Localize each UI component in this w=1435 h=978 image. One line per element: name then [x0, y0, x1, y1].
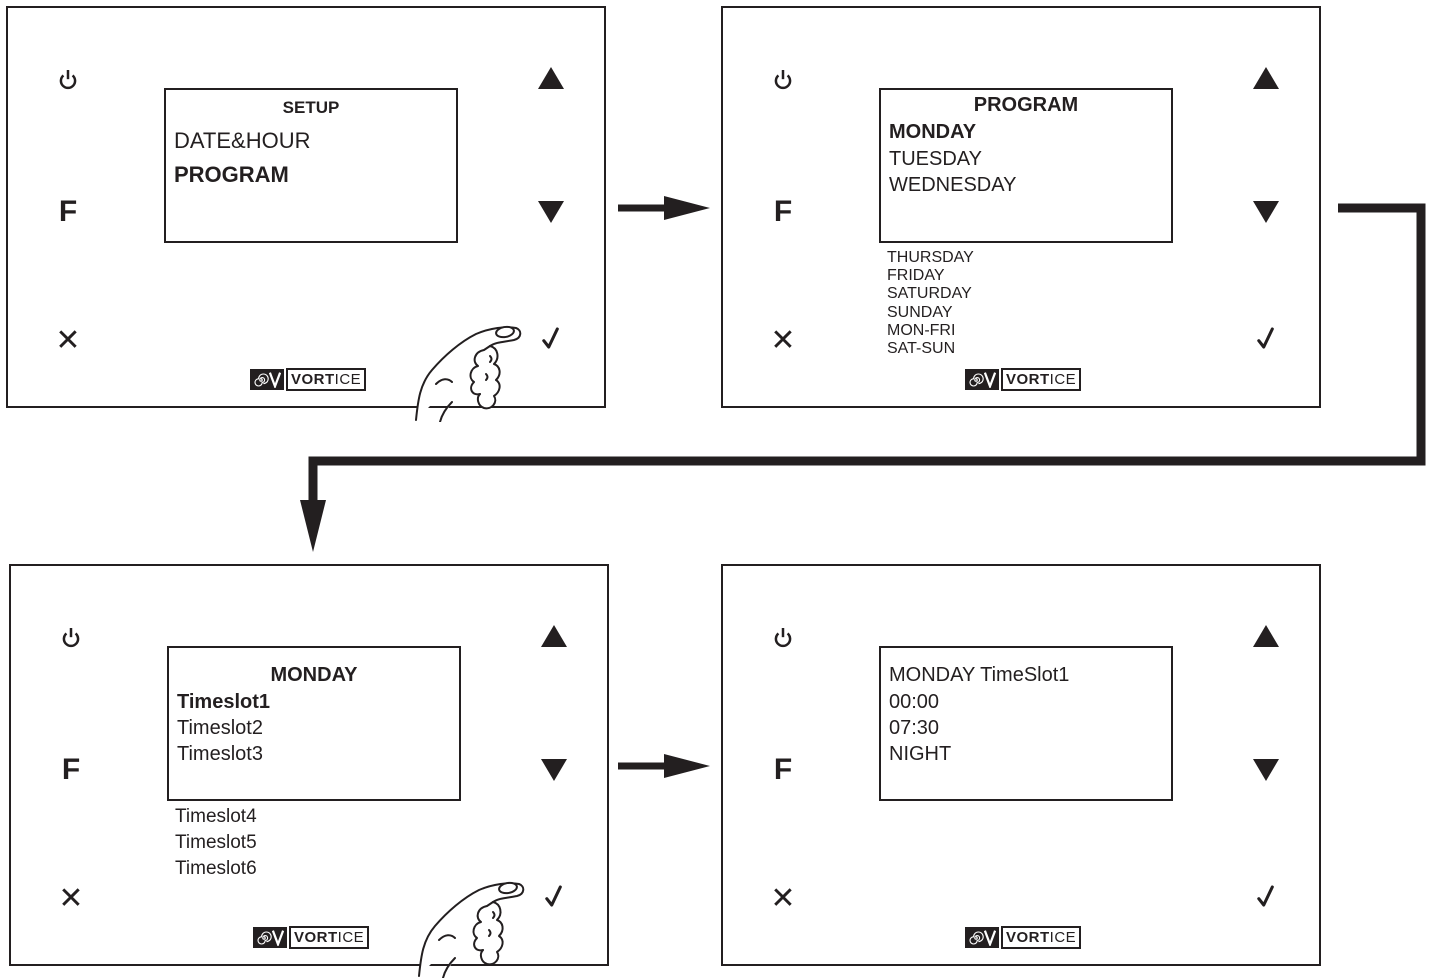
brand-name-bold: VORT	[1006, 371, 1050, 388]
check-icon	[1257, 884, 1275, 908]
cancel-button[interactable]: ✕	[55, 323, 81, 357]
down-button[interactable]	[1246, 192, 1286, 232]
screen-title: SETUP	[282, 98, 340, 117]
hand-icon	[406, 322, 526, 422]
menu-item-date-hour[interactable]: DATE&HOUR	[174, 128, 311, 153]
timeslot-mode[interactable]: NIGHT	[889, 743, 952, 765]
menu-item-timeslot1-selected[interactable]: Timeslot1	[177, 691, 270, 713]
menu-item-wednesday[interactable]: WEDNESDAY	[889, 174, 1017, 196]
list-item-timeslot6: Timeslot6	[175, 858, 257, 879]
controller-panel-timeslot: F ✕ MONDAY TimeSlot1 00:00 07:30 NIGHT V…	[721, 564, 1321, 966]
lcd-screen: MONDAY Timeslot1 Timeslot2 Timeslot3	[167, 646, 461, 801]
lcd-screen: SETUP DATE&HOUR PROGRAM	[164, 88, 458, 243]
power-icon	[61, 625, 81, 651]
list-item-sat-sun: SAT-SUN	[887, 340, 956, 357]
brand-name-thin: ICE	[1049, 371, 1077, 388]
list-item-sunday: SUNDAY	[887, 304, 953, 321]
menu-item-monday-selected[interactable]: MONDAY	[889, 121, 977, 143]
menu-item-tuesday[interactable]: TUESDAY	[889, 148, 982, 170]
down-arrow-icon	[541, 759, 567, 781]
power-button[interactable]	[51, 618, 91, 658]
up-button[interactable]	[1246, 616, 1286, 656]
power-button[interactable]	[48, 60, 88, 100]
function-button[interactable]: F	[773, 195, 793, 228]
list-item-friday: FRIDAY	[887, 267, 945, 284]
screen-title: MONDAY	[270, 664, 358, 686]
up-arrow-icon	[1253, 625, 1279, 647]
brand-name-bold: VORT	[291, 371, 335, 388]
power-icon	[773, 67, 793, 93]
check-icon	[1257, 326, 1275, 350]
brand-name-bold: VORT	[1006, 929, 1050, 946]
timeslot-start-time[interactable]: 00:00	[889, 691, 940, 713]
confirm-button[interactable]	[531, 318, 571, 358]
menu-item-timeslot2[interactable]: Timeslot2	[177, 717, 263, 739]
brand-name-thin: ICE	[1049, 929, 1077, 946]
list-item-timeslot5: Timeslot5	[175, 832, 257, 853]
function-button[interactable]: F	[773, 753, 793, 786]
timeslot-header: MONDAY TimeSlot1	[889, 664, 1070, 686]
timeslot-end-time[interactable]: 07:30	[889, 717, 940, 739]
down-button[interactable]	[534, 750, 574, 790]
hand-icon	[409, 878, 529, 978]
arrow-panel2-to-panel3	[300, 203, 1426, 552]
confirm-button[interactable]	[1246, 876, 1286, 916]
down-arrow-icon	[1253, 759, 1279, 781]
list-item-saturday: SATURDAY	[887, 285, 972, 302]
power-button[interactable]	[763, 60, 803, 100]
brand-name-thin: ICE	[334, 371, 362, 388]
function-button[interactable]: F	[61, 753, 81, 786]
cancel-button[interactable]: ✕	[770, 881, 796, 915]
menu-item-program-selected[interactable]: PROGRAM	[174, 162, 289, 187]
lcd-screen: MONDAY TimeSlot1 00:00 07:30 NIGHT	[879, 646, 1173, 801]
lcd-screen: PROGRAM MONDAY TUESDAY WEDNESDAY	[879, 88, 1173, 243]
menu-item-timeslot3[interactable]: Timeslot3	[177, 743, 263, 765]
down-button[interactable]	[1246, 750, 1286, 790]
brand-name-bold: VORT	[294, 929, 338, 946]
up-button[interactable]	[531, 58, 571, 98]
controller-panel-monday: F ✕ MONDAY Timeslot1 Timeslot2 Timeslot3…	[9, 564, 609, 966]
function-button[interactable]: F	[58, 195, 78, 228]
power-icon	[773, 625, 793, 651]
controller-panel-program: F ✕ PROGRAM MONDAY TUESDAY WEDNESDAY THU…	[721, 6, 1321, 408]
brand-name-thin: ICE	[337, 929, 365, 946]
cancel-button[interactable]: ✕	[770, 323, 796, 357]
power-button[interactable]	[763, 618, 803, 658]
arrow-panel3-to-panel4	[618, 754, 710, 778]
cancel-button[interactable]: ✕	[58, 881, 84, 915]
down-arrow-icon	[1253, 201, 1279, 223]
list-item-thursday: THURSDAY	[887, 249, 974, 266]
down-arrow-icon	[538, 201, 564, 223]
up-arrow-icon	[541, 625, 567, 647]
vortice-logo-icon	[250, 369, 284, 390]
vortice-logo-icon	[253, 927, 287, 948]
list-item-mon-fri: MON-FRI	[887, 322, 956, 339]
up-arrow-icon	[1253, 67, 1279, 89]
vortice-logo-icon	[965, 369, 999, 390]
list-item-timeslot4: Timeslot4	[175, 806, 257, 827]
down-button[interactable]	[531, 192, 571, 232]
vortice-logo-icon	[965, 927, 999, 948]
up-button[interactable]	[534, 616, 574, 656]
up-arrow-icon	[538, 67, 564, 89]
check-icon	[545, 884, 563, 908]
up-button[interactable]	[1246, 58, 1286, 98]
screen-title: PROGRAM	[973, 94, 1079, 116]
arrow-panel1-to-panel2	[618, 196, 710, 220]
confirm-button[interactable]	[534, 876, 574, 916]
power-icon	[58, 67, 78, 93]
confirm-button[interactable]	[1246, 318, 1286, 358]
check-icon	[542, 326, 560, 350]
